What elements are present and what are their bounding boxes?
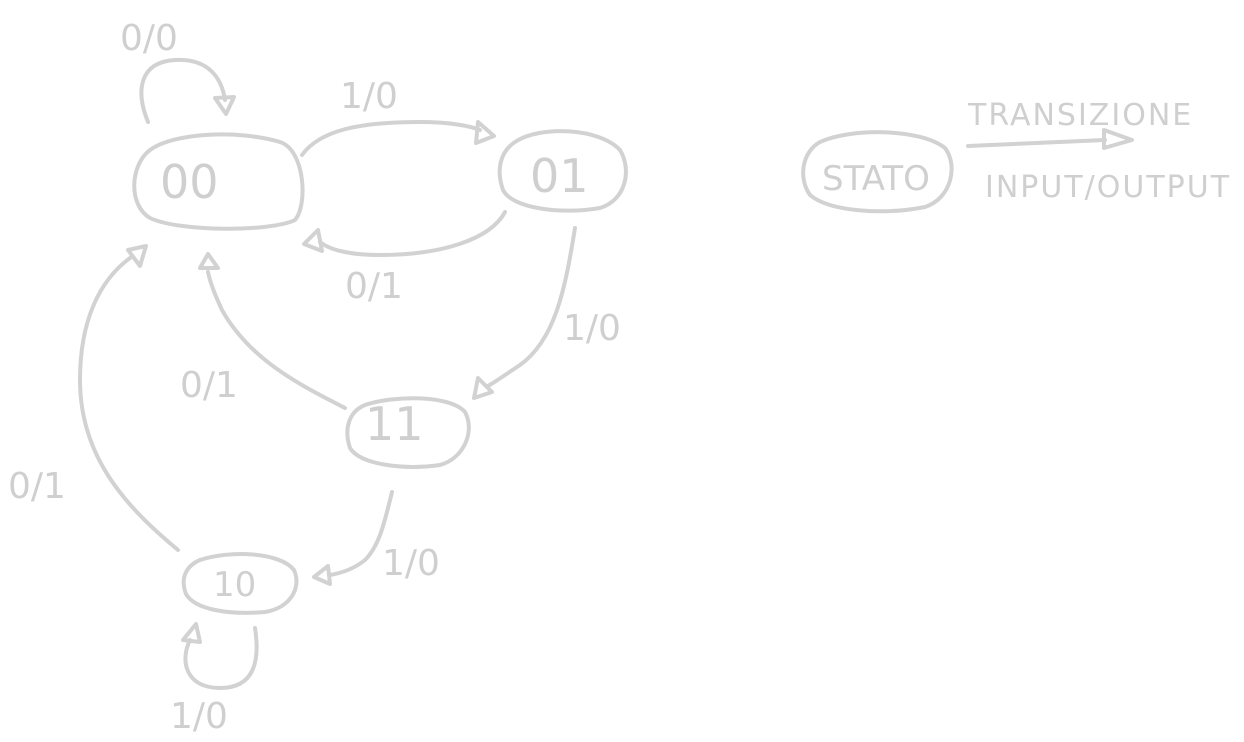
transition-11-10: 1/0 <box>312 490 440 586</box>
transition-11-00: 0/1 <box>180 252 347 410</box>
state-01-ellipse <box>497 129 628 213</box>
transition-00-00: 0/0 <box>120 18 236 124</box>
state-11: 11 <box>345 396 471 469</box>
arrowhead-icon <box>126 244 148 268</box>
state-11-ellipse <box>345 396 471 469</box>
arrowhead-icon <box>181 622 202 644</box>
state-01: 01 <box>497 129 628 213</box>
arrowhead-icon <box>213 95 236 116</box>
arrowhead-icon <box>302 228 324 253</box>
transition-label: 0/1 <box>180 365 238 406</box>
transition-label: 0/1 <box>345 266 403 307</box>
transition-10-00: 0/1 <box>8 244 180 552</box>
state-00: 00 <box>132 132 305 231</box>
legend: STATO TRANSIZIONE INPUT/OUTPUT <box>801 98 1231 214</box>
legend-transition-arrow <box>966 138 1107 148</box>
state-00-label: 00 <box>160 155 219 209</box>
state-01-label: 01 <box>530 149 589 203</box>
legend-io-label: INPUT/OUTPUT <box>985 170 1231 205</box>
transition-label: 0/0 <box>120 18 178 59</box>
state-00-ellipse <box>132 132 305 231</box>
legend-state-ellipse <box>801 130 954 214</box>
state-11-label: 11 <box>365 397 424 451</box>
arrowhead-icon <box>472 376 494 400</box>
legend-state-label: STATO <box>822 159 930 199</box>
transition-label: 1/0 <box>563 308 621 349</box>
transition-01-00: 0/1 <box>302 210 507 307</box>
arrowhead-icon <box>312 564 332 586</box>
legend-transition-label: TRANSIZIONE <box>967 98 1193 133</box>
arrowhead-icon <box>1102 128 1134 150</box>
transition-10-10: 1/0 <box>170 622 259 737</box>
transition-label: 1/0 <box>382 543 440 584</box>
transition-01-11: 1/0 <box>472 226 621 400</box>
transition-label: 1/0 <box>340 76 398 117</box>
state-10-ellipse <box>181 552 299 615</box>
arrowhead-icon <box>198 252 220 270</box>
transition-label: 0/1 <box>8 466 66 507</box>
state-10: 10 <box>181 552 299 615</box>
transition-label: 1/0 <box>170 696 228 737</box>
transition-00-01: 1/0 <box>300 76 496 157</box>
arrowhead-icon <box>474 120 496 145</box>
state-10-label: 10 <box>213 565 256 605</box>
